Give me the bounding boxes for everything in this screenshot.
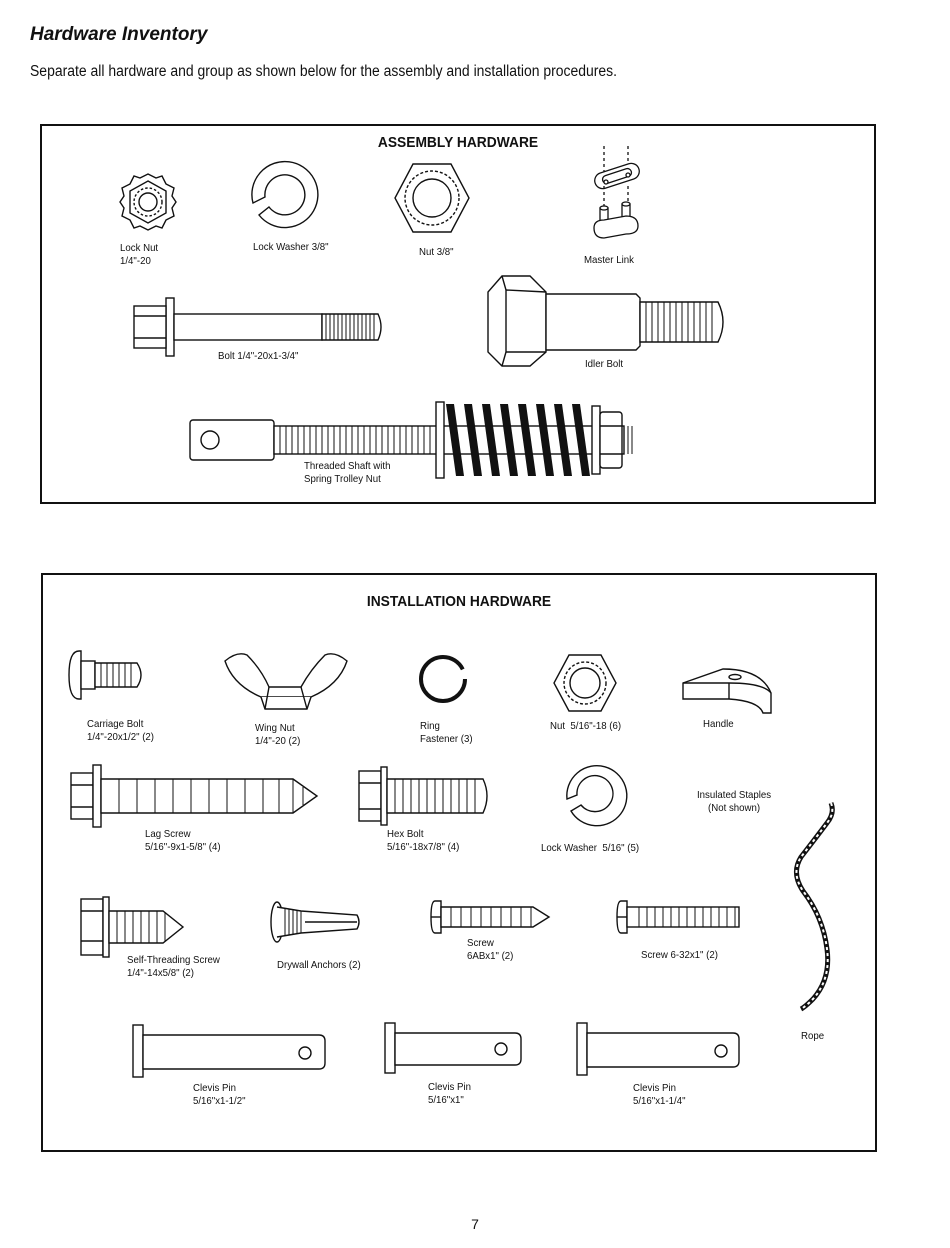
assembly-hardware-panel: ASSEMBLY HARDWARE Lock Nut 1/4"-20 Lock … (40, 124, 876, 504)
hex-bolt-label: Hex Bolt 5/16"-18x7/8" (4) (387, 828, 460, 853)
clevis-pin-icon (384, 1022, 522, 1074)
clevis-pin-label: Clevis Pin 5/16"x1-1/4" (633, 1082, 686, 1107)
lag-screw-icon (70, 764, 319, 828)
self-threading-screw-label: Self-Threading Screw 1/4"-14x5/8" (2) (127, 954, 220, 979)
wing-nut-label: Wing Nut 1/4"-20 (2) (255, 722, 301, 747)
drywall-anchor-label: Drywall Anchors (2) (277, 959, 361, 971)
clevis-pin-label: Clevis Pin 5/16"x1-1/2" (193, 1082, 246, 1107)
handle-label: Handle (703, 718, 734, 730)
installation-hardware-panel: INSTALLATION HARDWARE Carriage Bolt 1/4"… (41, 573, 877, 1152)
threaded-shaft-icon (189, 401, 633, 479)
hex-nut-label: Nut 3/8" (419, 246, 454, 258)
intro-text: Separate all hardware and group as shown… (30, 63, 618, 80)
drywall-anchor-icon (270, 901, 360, 943)
hex-nut-icon (394, 163, 470, 233)
handle-icon (682, 668, 772, 714)
lock-washer-label: Lock Washer 3/8" (253, 241, 329, 253)
idler-bolt-label: Idler Bolt (585, 358, 624, 370)
hex-bolt-icon (358, 766, 488, 826)
wing-nut-icon (224, 653, 348, 710)
clevis-pin-icon (132, 1024, 326, 1078)
self-threading-screw-icon (80, 896, 185, 958)
machine-screw-label: Screw 6-32x1" (2) (641, 949, 718, 961)
rope-label: Rope (801, 1030, 825, 1042)
lock-nut-icon (119, 173, 177, 231)
page-number: 7 (471, 1216, 479, 1232)
lock-washer-label: Lock Washer 5/16" (5) (541, 842, 640, 854)
master-link-icon (593, 146, 640, 239)
carriage-bolt-icon (68, 650, 142, 700)
assembly-hardware-title: ASSEMBLY HARDWARE (377, 134, 539, 151)
bolt-icon (133, 297, 382, 357)
bolt-label: Bolt 1/4"-20x1-3/4" (218, 350, 299, 362)
insulated-staples-label: Insulated Staples (Not shown) (697, 789, 772, 814)
nut-label: Nut 5/16"-18 (6) (550, 720, 622, 732)
lock-nut-label: Lock Nut 1/4"-20 (120, 242, 159, 267)
clevis-pin-label: Clevis Pin 5/16"x1" (428, 1081, 471, 1106)
hex-nut-icon (553, 654, 617, 712)
machine-screw-icon (616, 900, 740, 934)
page-heading: Hardware Inventory (30, 24, 208, 45)
rope-icon (794, 802, 835, 1012)
master-link-label: Master Link (584, 254, 634, 266)
lag-screw-label: Lag Screw 5/16"-9x1-5/8" (4) (145, 828, 221, 853)
threaded-shaft-label: Threaded Shaft with Spring Trolley Nut (304, 460, 391, 485)
lock-washer-icon (566, 765, 628, 827)
idler-bolt-icon (487, 275, 724, 367)
screw-icon (430, 900, 551, 934)
ring-fastener-label: Ring Fastener (3) (420, 720, 473, 745)
lock-washer-icon (251, 160, 319, 229)
ring-fastener-icon (419, 655, 467, 703)
installation-hardware-title: INSTALLATION HARDWARE (366, 593, 552, 610)
clevis-pin-icon (576, 1022, 740, 1076)
carriage-bolt-label: Carriage Bolt 1/4"-20x1/2" (2) (87, 718, 155, 743)
screw-label: Screw 6ABx1" (2) (467, 937, 514, 962)
